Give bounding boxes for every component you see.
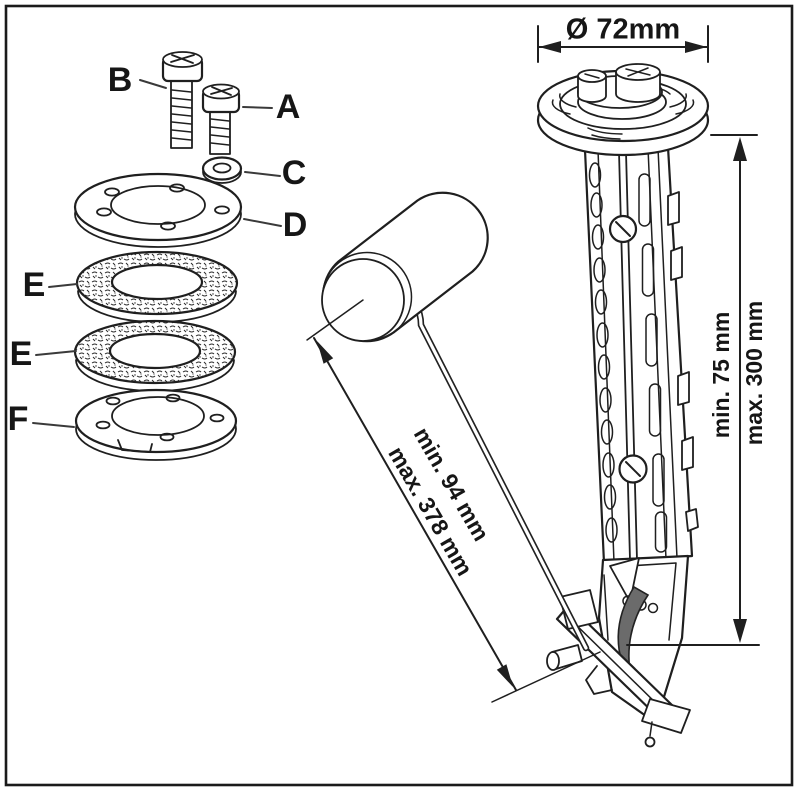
label-a: A	[276, 88, 301, 126]
arrow-left-icon	[539, 41, 561, 53]
arrow-upleft-icon	[317, 341, 334, 364]
post-cross-icon	[625, 67, 651, 77]
label-e-lower: E	[10, 335, 33, 373]
connector-post-large	[615, 63, 661, 103]
sender-head	[536, 63, 710, 157]
flange-d	[73, 172, 243, 248]
gasket-e-lower	[73, 319, 237, 392]
phillips-cross-icon	[210, 86, 233, 96]
sender-tube	[583, 145, 699, 565]
dimension-body-length: min. 75 mm max. 300 mm	[626, 134, 767, 646]
arrow-up-icon	[733, 137, 747, 161]
phillips-cross-icon	[170, 54, 195, 64]
body-min-text: min. 75 mm	[708, 312, 734, 439]
connector-post-small	[577, 69, 607, 103]
lower-clip	[585, 665, 613, 695]
label-e-upper: E	[23, 266, 46, 304]
tube-adjust-screws	[608, 214, 648, 484]
part-labels: B A C D E E F	[8, 61, 308, 438]
end-plate	[641, 698, 691, 734]
float	[306, 191, 489, 343]
tube-slots-left	[588, 162, 618, 543]
dimension-head-diameter: Ø 72mm	[537, 14, 709, 63]
head-diameter-text: Ø 72mm	[566, 14, 680, 46]
arrow-down-icon	[733, 619, 747, 643]
arrow-right-icon	[685, 41, 707, 53]
flange-f	[74, 388, 238, 461]
label-c: C	[282, 154, 307, 192]
label-b: B	[108, 61, 133, 99]
body-max-text: max. 300 mm	[741, 301, 767, 445]
tube-tabs-right	[667, 191, 699, 532]
arrow-downright-icon	[496, 664, 513, 687]
label-d: D	[283, 206, 308, 244]
tube-slots-center	[638, 173, 668, 553]
flange-notch	[117, 439, 153, 453]
label-f: F	[8, 400, 29, 438]
washer-c	[201, 156, 243, 184]
screw-a	[201, 83, 241, 155]
screw-b	[161, 51, 204, 149]
float-axis-line	[306, 299, 364, 341]
drain-tip	[644, 736, 656, 748]
